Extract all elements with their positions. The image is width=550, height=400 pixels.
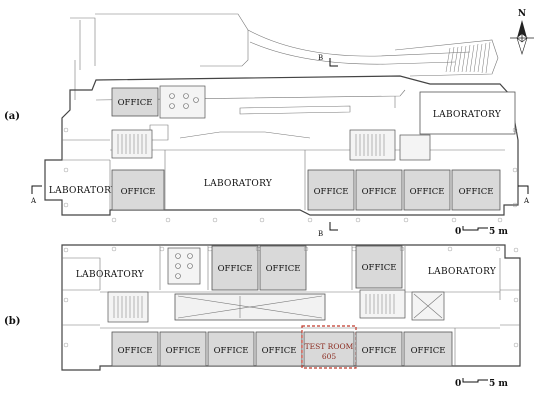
- plan-a-label: (a): [4, 111, 20, 122]
- section-label: B: [318, 54, 323, 62]
- room-office-2: [307, 169, 355, 211]
- room-office-5: [355, 331, 403, 367]
- room-label: OFFICE: [314, 187, 349, 197]
- room-office-1: [111, 331, 159, 367]
- room-label: LABORATORY: [428, 267, 497, 277]
- room-lab-top-right: [419, 91, 516, 135]
- room-label: OFFICE: [262, 346, 297, 356]
- section-marker-a-left: A: [30, 185, 42, 205]
- room-label: OFFICE: [121, 187, 156, 197]
- section-marker-b-top: B: [318, 54, 338, 67]
- room-test-room-605: [303, 331, 355, 367]
- room-office-4: [403, 169, 451, 211]
- room-label: LABORATORY: [433, 110, 502, 120]
- stair-core-right: [359, 289, 406, 319]
- scale-bar-b: 0 5 m: [455, 378, 508, 389]
- room-office-top-2: [259, 245, 307, 291]
- room-office-top: [111, 87, 159, 117]
- floor-plan-b: (b): [4, 244, 521, 389]
- section-label: B: [318, 230, 323, 238]
- room-label: OFFICE: [266, 264, 301, 274]
- grid-axis-markers: [63, 127, 518, 223]
- north-label: N: [518, 9, 526, 19]
- room-label: OFFICE: [410, 187, 445, 197]
- restroom-core: [167, 247, 201, 285]
- north-arrow-icon: N: [510, 9, 534, 56]
- test-room-number: 605: [322, 352, 337, 361]
- room-label: OFFICE: [362, 346, 397, 356]
- stair-core: [111, 129, 153, 159]
- room-label: OFFICE: [214, 346, 249, 356]
- room-office-1: [111, 169, 165, 211]
- stair-core: [107, 291, 149, 323]
- grid-axis-markers: [63, 246, 519, 348]
- test-room-label: TEST ROOM: [305, 342, 354, 351]
- section-label: A: [30, 197, 37, 205]
- room-office-2: [159, 331, 207, 367]
- room-office-5: [451, 169, 501, 211]
- stair-core-right: [349, 129, 396, 161]
- svg-text:0: 0: [455, 379, 461, 389]
- room-label: LABORATORY: [49, 186, 118, 196]
- room-office-top-3: [355, 245, 403, 289]
- restroom-core: [159, 85, 206, 119]
- room-office-6: [403, 331, 453, 367]
- room-label: OFFICE: [218, 264, 253, 274]
- svg-text:5 m: 5 m: [489, 227, 508, 237]
- svg-text:0: 0: [455, 227, 461, 237]
- room-office-top-1: [211, 245, 259, 291]
- canopy-structure: [70, 13, 499, 100]
- room-label: OFFICE: [166, 346, 201, 356]
- floor-plan-a: (a): [4, 13, 530, 238]
- room-label: OFFICE: [362, 187, 397, 197]
- room-label: OFFICE: [118, 98, 153, 108]
- room-office-4: [255, 331, 303, 367]
- plan-b-label: (b): [4, 316, 20, 327]
- section-label: A: [523, 197, 530, 205]
- svg-text:5 m: 5 m: [489, 379, 508, 389]
- scale-bar-a: 0 5 m: [455, 226, 508, 237]
- room-label: OFFICE: [459, 187, 494, 197]
- room-office-3: [207, 331, 255, 367]
- room-label: LABORATORY: [204, 179, 273, 189]
- room-office-3: [355, 169, 403, 211]
- room-label: OFFICE: [118, 346, 153, 356]
- elevator-core: [399, 134, 431, 161]
- room-label: OFFICE: [411, 346, 446, 356]
- section-marker-a-right: A: [518, 185, 530, 205]
- section-marker-b-bottom: B: [318, 222, 338, 238]
- room-label: OFFICE: [362, 263, 397, 273]
- room-label: LABORATORY: [76, 270, 145, 280]
